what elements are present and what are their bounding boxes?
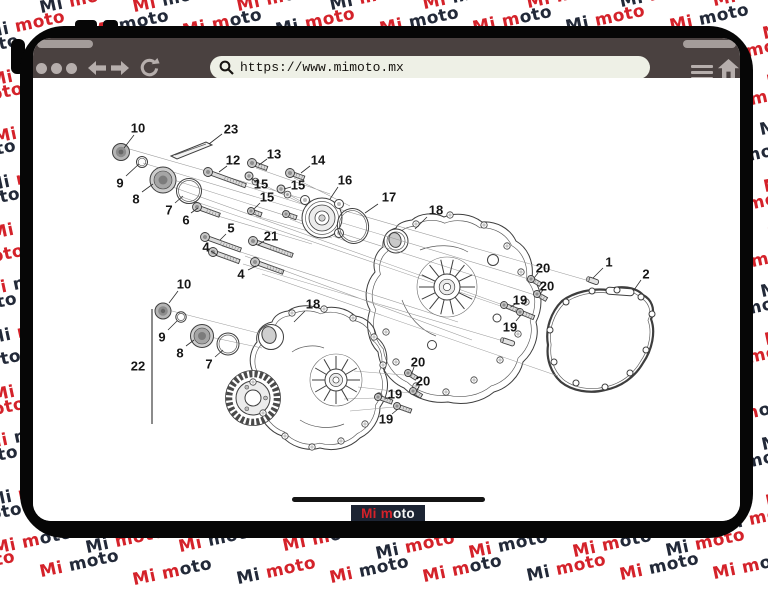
watermark-text: Mi moto — [328, 552, 411, 588]
callout-leader-line — [220, 234, 226, 240]
tablet-frame: https://www.mimoto.mx — [20, 26, 753, 538]
callout-label: 8 — [132, 192, 139, 207]
water-pump-cover — [301, 196, 344, 239]
callout-label: 18 — [306, 297, 320, 312]
magnifier-icon — [219, 60, 234, 75]
pin-fastener — [586, 276, 600, 285]
callout-label: 15 — [291, 178, 305, 193]
callout-label: 13 — [267, 147, 281, 162]
browser-screen: https://www.mimoto.mx — [33, 38, 740, 521]
callout-label: 20 — [536, 261, 550, 276]
callout-leader-line — [634, 280, 641, 290]
callout-label: 16 — [338, 173, 352, 188]
reload-icon[interactable] — [139, 58, 160, 78]
callout-label: 4 — [202, 240, 210, 255]
callout-label: 19 — [388, 387, 402, 402]
watermark-text: Mi moto — [0, 0, 17, 10]
forward-arrow-icon[interactable] — [111, 61, 129, 75]
url-address-bar[interactable]: https://www.mimoto.mx — [210, 56, 650, 79]
callout-label: 20 — [411, 355, 425, 370]
parts-exploded-diagram: 1098762312131415151516171852144202019191… — [33, 78, 740, 521]
window-dot-2 — [51, 63, 62, 74]
watermark-text: Mi moto — [618, 549, 701, 585]
browser-toolbar: https://www.mimoto.mx — [33, 38, 740, 78]
callout-leader-line — [169, 291, 178, 303]
callout-label: 1 — [605, 255, 612, 270]
callout-label: 17 — [382, 190, 396, 205]
callout-label: 7 — [205, 357, 212, 372]
watermark-text: Mi moto — [758, 104, 768, 140]
callout-label: 15 — [260, 190, 274, 205]
home-indicator-bar — [292, 497, 485, 502]
brand-logo-left: Mi m — [361, 506, 393, 521]
stud-fastener — [393, 402, 413, 415]
callout-leader-line — [175, 196, 183, 203]
callout-label: 7 — [165, 203, 172, 218]
callout-leader-line — [301, 166, 310, 173]
flange-bolt-holes — [250, 212, 655, 450]
callout-label: 14 — [311, 153, 326, 168]
callout-label: 18 — [429, 203, 443, 218]
callout-leader-line — [209, 134, 222, 144]
pin-fastener — [500, 337, 515, 346]
callout-leader-line — [593, 268, 603, 278]
speaker-grille-left — [37, 40, 93, 48]
callout-label: 12 — [226, 153, 240, 168]
callout-label: 20 — [416, 374, 430, 389]
home-icon[interactable] — [718, 59, 739, 78]
callout-label: 22 — [131, 359, 145, 374]
callout-label: 21 — [264, 229, 278, 244]
bolt-fastener — [246, 157, 268, 172]
watermark-text: Mi moto — [421, 551, 504, 587]
url-text: https://www.mimoto.mx — [240, 60, 404, 76]
bolt-fastener — [191, 201, 221, 219]
brand-logo: Mi moto — [351, 505, 425, 521]
watermark-text: Mi moto — [0, 442, 20, 478]
cover-fan-ribs — [310, 257, 477, 406]
brand-logo-right: oto — [393, 506, 415, 521]
callout-leader-line — [365, 204, 378, 213]
callout-label: 9 — [158, 330, 165, 345]
strip-part — [171, 142, 212, 159]
stud-fastener — [515, 307, 535, 320]
callout-leader-line — [142, 184, 153, 192]
callout-leader-line — [168, 321, 177, 330]
callout-label: 8 — [176, 346, 183, 361]
stud-fastener — [282, 210, 298, 222]
watermark-text: Mi moto — [38, 546, 121, 582]
callout-label: 23 — [224, 122, 238, 137]
callout-label: 5 — [227, 221, 234, 236]
watermark-text: Mi moto — [711, 548, 768, 584]
callout-leader-line — [126, 164, 139, 176]
callout-label: 20 — [540, 279, 554, 294]
watermark-text: Mi moto — [131, 554, 214, 590]
callout-label: 19 — [379, 412, 393, 427]
callout-label: 6 — [182, 213, 189, 228]
callout-leader-line — [330, 187, 338, 199]
back-arrow-icon[interactable] — [88, 61, 106, 75]
callout-label: 9 — [116, 176, 123, 191]
window-dot-3 — [66, 63, 77, 74]
callout-label: 2 — [642, 267, 649, 282]
watermark-text: Mi moto — [525, 550, 608, 586]
callout-label: 10 — [177, 277, 191, 292]
callout-label: 19 — [503, 320, 517, 335]
bolt-fastener — [202, 166, 247, 190]
callout-label: 19 — [513, 293, 527, 308]
watermark-text: Mi moto — [0, 289, 19, 325]
callout-leader-line — [124, 135, 134, 148]
watermark-text: Mi moto — [235, 553, 318, 589]
assembly-guide-lines — [126, 148, 586, 411]
callout-label: 10 — [131, 121, 145, 136]
callout-label: 4 — [237, 267, 245, 282]
speaker-grille-right — [683, 40, 736, 48]
watermark-text: Mi moto — [0, 184, 22, 220]
window-dot-1 — [36, 63, 47, 74]
